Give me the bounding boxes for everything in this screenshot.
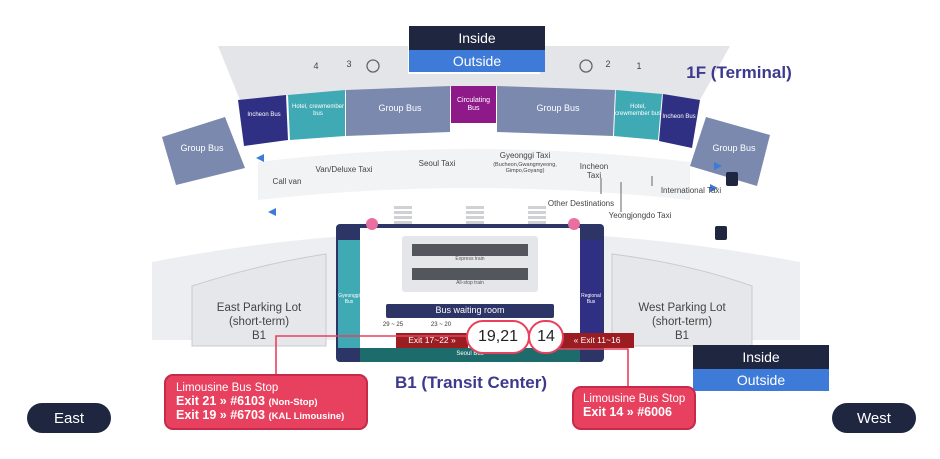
- taxi-call-van: Call van: [272, 177, 302, 186]
- b1-toggle-inside: Inside: [693, 345, 829, 369]
- express-train-label: Express train: [455, 256, 485, 262]
- gyeonggi-bus-label: Gyeonggi Bus: [338, 293, 360, 305]
- transit-floor-label: B1 (Transit Center): [394, 373, 548, 392]
- zone-label-incheon-left: Incheon Bus: [247, 112, 281, 118]
- stairs-group: [394, 206, 546, 224]
- express-track: [412, 244, 528, 256]
- zone-label-group-center-right: Group Bus: [536, 103, 580, 113]
- taxi-van-deluxe: Van/Deluxe Taxi: [315, 165, 373, 174]
- stop-left-pill: 19,21: [466, 320, 530, 354]
- callout-line-right: [546, 348, 629, 386]
- bus-waiting-room-label: Bus waiting room: [435, 305, 505, 315]
- west-parking-type: (short-term): [651, 316, 713, 328]
- bus-icon-right-2: [715, 226, 727, 240]
- zone-circulating: [451, 86, 496, 123]
- zone-incheon-bus-right: [659, 94, 700, 148]
- platform-23-20: 23 ~ 20: [430, 322, 452, 328]
- callout-left-line2-note: (KAL Limousine): [268, 411, 345, 422]
- platform-number-4: 4: [313, 61, 319, 71]
- terminal-band: [218, 46, 730, 100]
- west-parking-level: B1: [674, 330, 690, 342]
- allstop-train-label: All-stop train: [456, 280, 484, 286]
- zone-group-bus-center-right: [497, 86, 615, 136]
- zone-label-circulating: Circulating Bus: [456, 97, 491, 112]
- b1-toggle-outside: Outside: [693, 369, 829, 391]
- zone-label-incheon-right: Incheon Bus: [662, 114, 696, 120]
- taxi-yeongjongdo: Yeongjongdo Taxi: [608, 211, 672, 220]
- exit-left-label: Exit 17~22 »: [408, 335, 456, 345]
- taxi-band: [258, 149, 690, 200]
- exit-right-bar: [558, 333, 634, 348]
- callout-left-line2-main: Exit 19 » #6703: [176, 408, 265, 422]
- regional-strip: [580, 240, 602, 348]
- west-parking-shape: [611, 253, 753, 347]
- zone-hotel-right: [614, 90, 662, 140]
- zone-label-hotel-right: Hotel, crewmember bus: [614, 104, 661, 117]
- zone-label-group-left: Group Bus: [180, 143, 224, 153]
- taxi-other: Other Destinations: [547, 199, 615, 208]
- zone-label-group-center-left: Group Bus: [378, 103, 422, 113]
- waiting-room-bar: [386, 304, 554, 318]
- allstop-track: [412, 268, 528, 280]
- taxi-gyeonggi-sub: (Bucheon,Gwangmyeong, Gimpo,Goyang): [493, 162, 557, 175]
- platform-number-1: 1: [636, 61, 642, 71]
- regional-bus-label: Regional Bus: [581, 293, 601, 305]
- east-direction-pill: East: [27, 403, 111, 433]
- callout-right: Limousine Bus Stop Exit 14 » #6006: [572, 386, 696, 430]
- callout-left-line1-note: (Non-Stop): [268, 397, 318, 408]
- terminal-floor-label: 1F (Terminal): [686, 63, 792, 82]
- taxi-international: International Taxi: [660, 186, 722, 195]
- platform-number-3: 3: [346, 59, 352, 69]
- check-badge-left: [366, 218, 378, 230]
- seoul-bus-label: Seoul Bus: [456, 351, 484, 357]
- seoul-strip: [360, 348, 580, 362]
- callout-right-title: Limousine Bus Stop: [583, 393, 686, 405]
- west-parking-name: West Parking Lot: [638, 302, 726, 314]
- taxi-pins: [600, 176, 653, 212]
- taxi-gyeonggi: Gyeonggi Taxi: [499, 151, 551, 160]
- zone-label-hotel-left: Hotel, crewmember bus: [292, 104, 345, 117]
- zone-group-bus-left: [162, 117, 245, 185]
- gyeonggi-strip: [338, 240, 360, 348]
- arrow-markers: [256, 154, 722, 216]
- zone-label-group-right: Group Bus: [712, 143, 756, 153]
- east-parking-level: B1: [251, 330, 267, 342]
- zone-group-bus-right: [690, 117, 770, 186]
- stop-right-pill: 14: [528, 320, 564, 354]
- callout-left-line1: Exit 21 » #6103 (Non-Stop): [176, 394, 366, 408]
- face-icon-right: [579, 59, 593, 73]
- check-badge-right: [568, 218, 580, 230]
- zone-group-bus-center-left: [346, 86, 450, 136]
- platform-29-25: 29 ~ 25: [382, 322, 404, 328]
- east-parking-shape: [191, 253, 327, 347]
- callout-left: Limousine Bus Stop Exit 21 » #6103 (Non-…: [164, 374, 368, 430]
- platform-number-2: 2: [605, 59, 611, 69]
- top-toggle-inside: Inside: [409, 26, 545, 50]
- callout-left-line2: Exit 19 » #6703 (KAL Limousine): [176, 408, 366, 422]
- top-toggle-outside: Outside: [409, 50, 545, 72]
- taxi-incheon: Incheon Taxi: [579, 162, 609, 180]
- zone-incheon-bus-left: [238, 95, 288, 146]
- callout-left-line1-main: Exit 21 » #6103: [176, 394, 265, 408]
- taxi-seoul: Seoul Taxi: [418, 159, 456, 168]
- callout-right-line1: Exit 14 » #6006: [583, 405, 672, 419]
- east-parking-type: (short-term): [228, 316, 290, 328]
- callout-left-title: Limousine Bus Stop: [176, 382, 279, 394]
- west-direction-pill: West: [832, 403, 916, 433]
- face-icon-left: [366, 59, 380, 73]
- exit-right-label: « Exit 11~16: [573, 335, 621, 345]
- east-parking-name: East Parking Lot: [216, 302, 302, 314]
- zone-hotel-left: [288, 90, 345, 140]
- callout-line-left: [275, 335, 466, 376]
- bus-icon-right-1: [726, 172, 738, 186]
